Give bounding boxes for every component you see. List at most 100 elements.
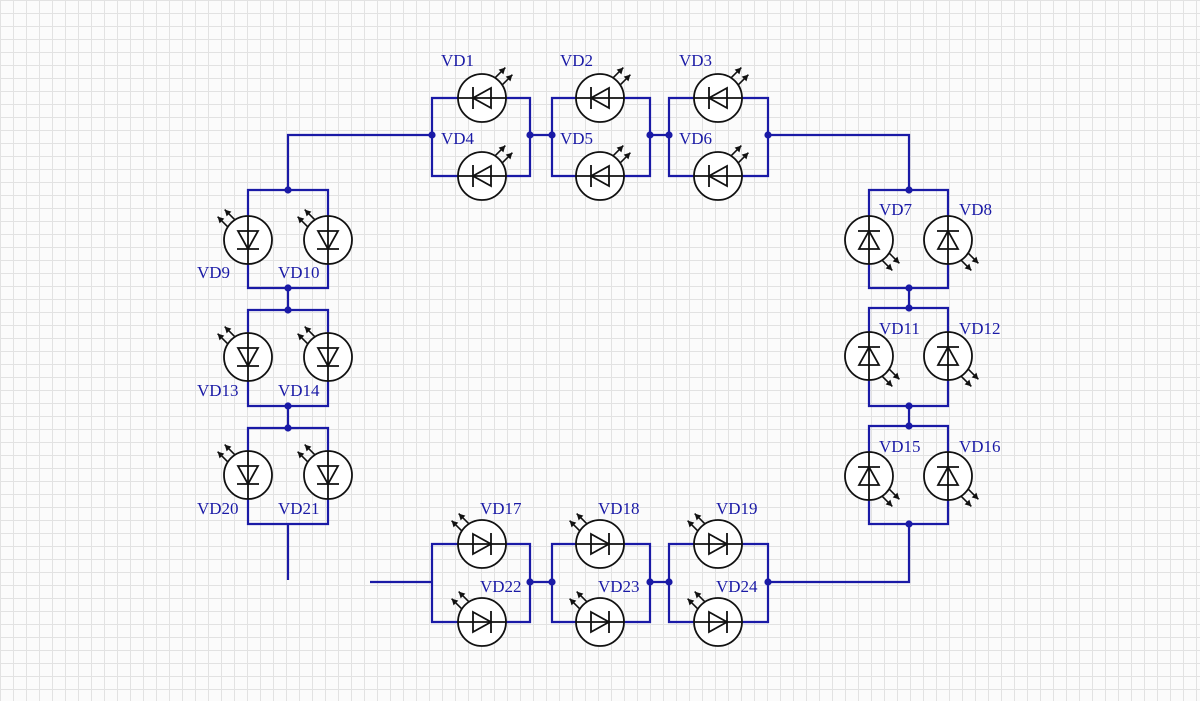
junction-dot xyxy=(646,131,654,139)
led-triangle xyxy=(236,347,260,368)
arrow-head xyxy=(297,333,305,341)
junction-dot xyxy=(665,131,673,139)
led-triangle xyxy=(589,164,610,188)
led-vd18 xyxy=(569,513,625,569)
label-vd5: VD5 xyxy=(560,129,593,148)
led-triangle xyxy=(707,86,728,110)
junction-dot xyxy=(764,578,772,586)
led-triangle xyxy=(316,347,340,368)
led-vd10 xyxy=(297,209,353,265)
led-vd4 xyxy=(457,145,513,201)
label-vd4: VD4 xyxy=(441,129,475,148)
arrow-head xyxy=(217,451,225,459)
led-vd8 xyxy=(923,215,979,271)
label-vd10: VD10 xyxy=(278,263,320,282)
label-vd8: VD8 xyxy=(959,200,992,219)
label-vd21: VD21 xyxy=(278,499,320,518)
junction-dot xyxy=(646,578,654,586)
arrow-head xyxy=(505,152,513,160)
label-vd14: VD14 xyxy=(278,381,320,400)
led-vd1 xyxy=(457,67,513,123)
led-triangle xyxy=(857,229,881,250)
led-vd23 xyxy=(569,591,625,647)
led-triangle xyxy=(590,610,611,634)
label-vd11: VD11 xyxy=(879,319,920,338)
label-vd12: VD12 xyxy=(959,319,1001,338)
led-vd16 xyxy=(923,451,979,507)
arrow-head xyxy=(971,372,979,380)
arrow-head xyxy=(892,492,900,500)
arrow-head xyxy=(623,152,631,160)
arrow-head xyxy=(458,513,466,521)
led-triangle xyxy=(936,229,960,250)
junction-dot xyxy=(548,578,556,586)
label-vd6: VD6 xyxy=(679,129,712,148)
label-vd23: VD23 xyxy=(598,577,640,596)
label-vd9: VD9 xyxy=(197,263,230,282)
led-triangle xyxy=(708,610,729,634)
arrow-head xyxy=(224,209,232,217)
led-triangle xyxy=(857,345,881,366)
arrow-head xyxy=(734,145,742,153)
junction-dot xyxy=(905,422,913,430)
led-vd6 xyxy=(693,145,749,201)
junction-dot xyxy=(905,284,913,292)
arrow-head xyxy=(304,444,312,452)
led-vd13 xyxy=(217,326,273,382)
arrow-head xyxy=(964,263,972,271)
junction-dot xyxy=(905,520,913,528)
led-vd5 xyxy=(575,145,631,201)
junction-dot xyxy=(764,131,772,139)
wire-right-to-bottom xyxy=(768,524,911,584)
arrow-head xyxy=(505,74,513,82)
arrow-head xyxy=(687,598,695,606)
arrow-head xyxy=(451,598,459,606)
arrow-head xyxy=(304,326,312,334)
arrow-head xyxy=(224,444,232,452)
led-triangle xyxy=(936,465,960,486)
wire-top-to-right xyxy=(768,133,911,190)
led-triangle xyxy=(708,532,729,556)
label-vd1: VD1 xyxy=(441,51,474,70)
led-triangle xyxy=(471,164,492,188)
junction-dot xyxy=(905,402,913,410)
arrow-head xyxy=(734,67,742,75)
junction-dot xyxy=(284,402,292,410)
label-vd16: VD16 xyxy=(959,437,1001,456)
label-vd13: VD13 xyxy=(197,381,239,400)
arrow-head xyxy=(498,145,506,153)
led-triangle xyxy=(471,86,492,110)
arrow-head xyxy=(569,598,577,606)
arrow-head xyxy=(694,513,702,521)
led-vd24 xyxy=(687,591,743,647)
junction-dot xyxy=(526,578,534,586)
led-vd7 xyxy=(844,215,900,271)
arrow-head xyxy=(616,67,624,75)
led-triangle xyxy=(589,86,610,110)
led-triangle xyxy=(472,532,493,556)
arrow-head xyxy=(892,256,900,264)
arrow-head xyxy=(964,379,972,387)
arrow-head xyxy=(217,333,225,341)
led-triangle xyxy=(472,610,493,634)
led-vd20 xyxy=(217,444,273,500)
led-triangle xyxy=(857,465,881,486)
led-triangle xyxy=(236,465,260,486)
arrow-head xyxy=(971,256,979,264)
junction-dot xyxy=(284,424,292,432)
label-vd2: VD2 xyxy=(560,51,593,70)
junction-dot xyxy=(284,284,292,292)
label-vd22: VD22 xyxy=(480,577,522,596)
label-vd7: VD7 xyxy=(879,200,913,219)
label-vd19: VD19 xyxy=(716,499,758,518)
junction-dot xyxy=(428,131,436,139)
led-triangle xyxy=(936,345,960,366)
arrow-head xyxy=(217,216,225,224)
arrow-head xyxy=(616,145,624,153)
arrow-head xyxy=(297,216,305,224)
junction-dot xyxy=(548,131,556,139)
arrow-head xyxy=(451,520,459,528)
wire-left-to-top xyxy=(286,133,432,190)
label-vd24: VD24 xyxy=(716,577,758,596)
